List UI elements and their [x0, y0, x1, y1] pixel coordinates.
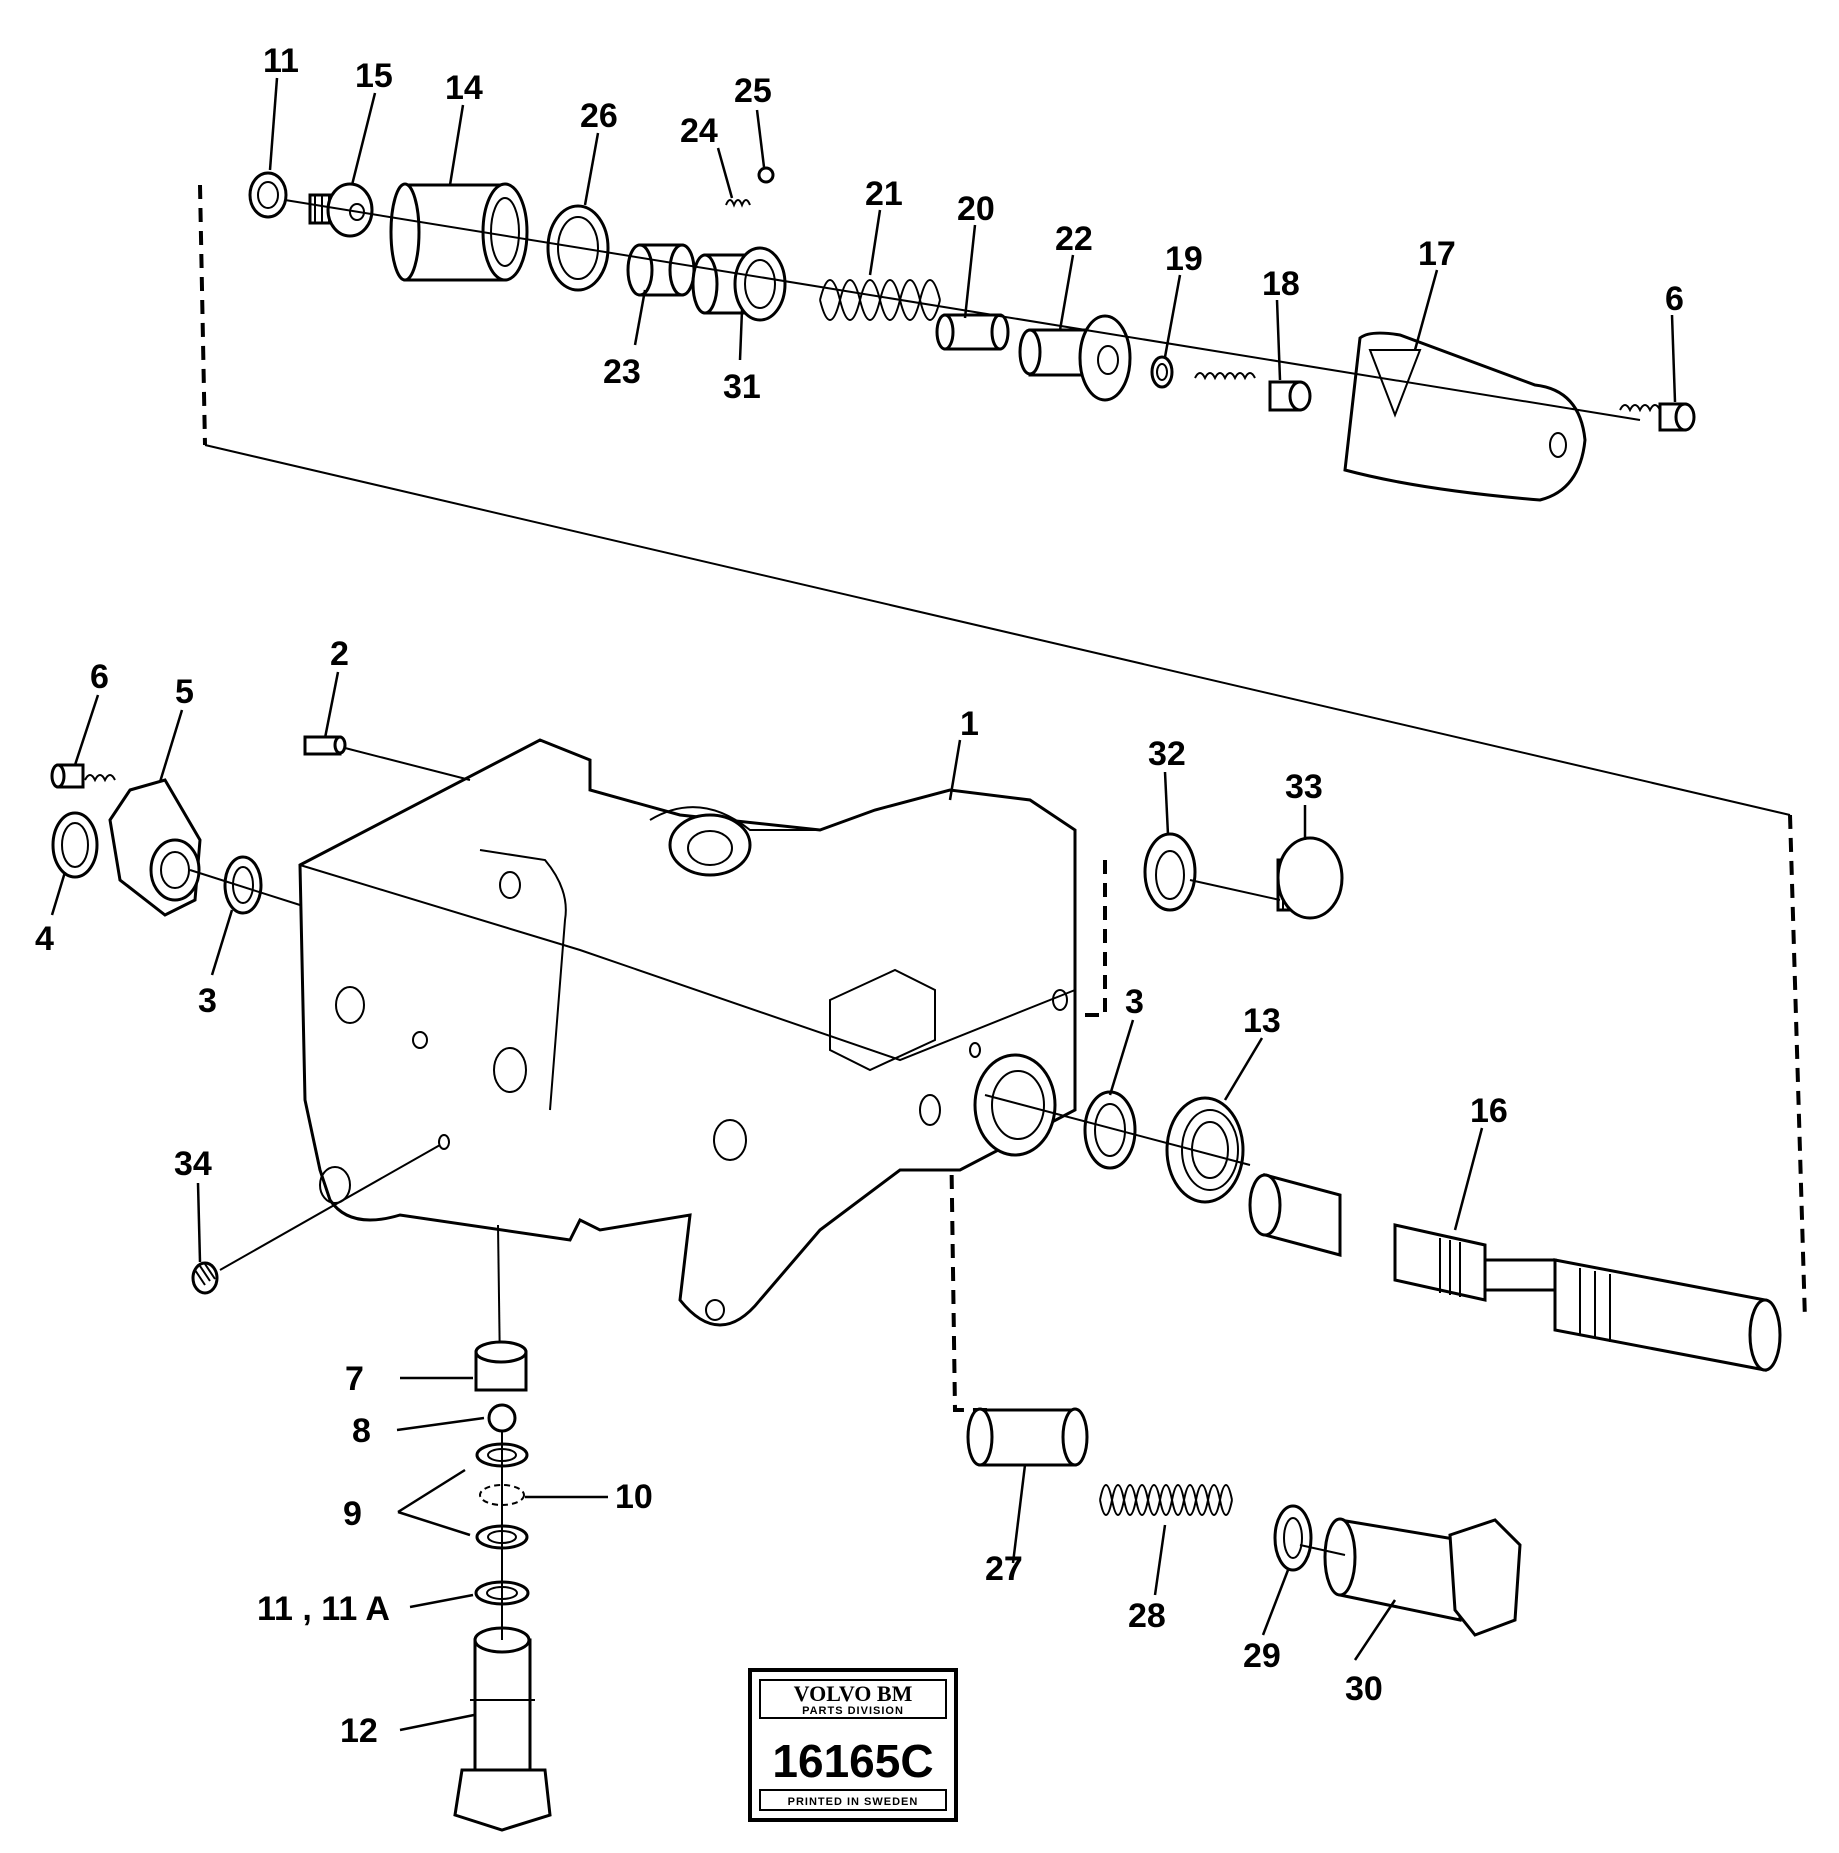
part-12-fitting — [453, 1626, 552, 1832]
callout-13: 13 — [1243, 1002, 1281, 1040]
part-13-bushing — [1165, 1096, 1245, 1204]
part-33-plug — [1276, 836, 1344, 920]
callout-8: 8 — [352, 1412, 371, 1450]
callout-17: 17 — [1418, 235, 1456, 273]
callout-31: 31 — [723, 368, 761, 406]
part-3-left-ring — [223, 855, 263, 915]
part-27-piston — [966, 1407, 1089, 1467]
callout-15: 15 — [355, 57, 393, 95]
badge-brand: VOLVO BM — [794, 1681, 913, 1706]
part-29-washer — [1273, 1504, 1313, 1572]
callout-6-right: 6 — [1665, 280, 1684, 318]
callout-34: 34 — [174, 1145, 212, 1183]
part-6-right-screw — [1619, 402, 1696, 432]
part-7-sleeve — [474, 1340, 528, 1392]
callout-6-left: 6 — [90, 658, 109, 696]
callout-19: 19 — [1165, 240, 1203, 278]
leader-lines — [50, 77, 1677, 1732]
callout-23: 23 — [603, 353, 641, 391]
callout-3-right: 3 — [1125, 983, 1144, 1021]
callout-33: 33 — [1285, 768, 1323, 806]
part-5-flange — [108, 778, 202, 917]
part-1-valve-housing — [298, 738, 1077, 1327]
callout-14: 14 — [445, 69, 483, 107]
part-24-spring — [725, 199, 751, 208]
part-23-piston — [626, 243, 696, 297]
callout-10: 10 — [615, 1478, 653, 1516]
callout-2: 2 — [330, 635, 349, 673]
callout-12: 12 — [340, 1712, 378, 1750]
part-11-top-washer — [248, 171, 288, 219]
callout-9: 9 — [343, 1495, 362, 1533]
badge-printed: PRINTED IN SWEDEN — [788, 1796, 919, 1808]
part-6-left-screw — [50, 763, 116, 789]
part-20-pin — [935, 313, 1010, 351]
callout-11-11A: 11 , 11 A — [257, 1590, 390, 1628]
part-14-sleeve — [389, 182, 529, 282]
callout-29: 29 — [1243, 1637, 1281, 1675]
callout-18: 18 — [1262, 265, 1300, 303]
callout-5: 5 — [175, 673, 194, 711]
callout-32: 32 — [1148, 735, 1186, 773]
badge-number: 16165C — [772, 1735, 933, 1787]
callout-24: 24 — [680, 112, 718, 150]
part-3-right-ring — [1083, 1090, 1137, 1170]
callout-21: 21 — [865, 175, 903, 213]
part-2-pin — [303, 735, 347, 756]
callout-11-top: 11 — [263, 42, 299, 80]
callout-22: 22 — [1055, 220, 1093, 258]
volvo-bm-badge: VOLVO BM PARTS DIVISION 16165C PRINTED I… — [748, 1668, 958, 1822]
part-30-plug — [1323, 1517, 1522, 1637]
part-22-piston — [1018, 314, 1132, 402]
badge-division: PARTS DIVISION — [802, 1705, 904, 1717]
callout-3-left: 3 — [198, 982, 217, 1020]
part-31-sleeve — [691, 246, 787, 322]
part-25-ball — [757, 166, 775, 184]
callout-16: 16 — [1470, 1092, 1508, 1130]
part-17-cover — [1343, 331, 1587, 502]
callout-26: 26 — [580, 97, 618, 135]
callout-30: 30 — [1345, 1670, 1383, 1708]
part-28-spring — [1099, 1484, 1233, 1516]
part-8-ball — [487, 1403, 517, 1433]
part-34-screw — [191, 1261, 219, 1295]
part-4-seal — [51, 811, 99, 879]
callout-25: 25 — [734, 72, 772, 110]
callout-20: 20 — [957, 190, 995, 228]
callout-27: 27 — [985, 1550, 1023, 1588]
part-19-washer — [1150, 355, 1174, 389]
callout-4: 4 — [35, 920, 54, 958]
callout-1: 1 — [960, 705, 979, 743]
part-18-screw — [1194, 372, 1312, 412]
part-16-spool — [1248, 1173, 1782, 1372]
callout-28: 28 — [1128, 1597, 1166, 1635]
callout-labels: 11 15 14 26 24 25 21 20 22 19 18 17 6 23… — [35, 42, 1684, 1750]
part-21-spring — [819, 279, 941, 321]
callout-7: 7 — [345, 1360, 364, 1398]
part-32-washer — [1143, 832, 1197, 912]
